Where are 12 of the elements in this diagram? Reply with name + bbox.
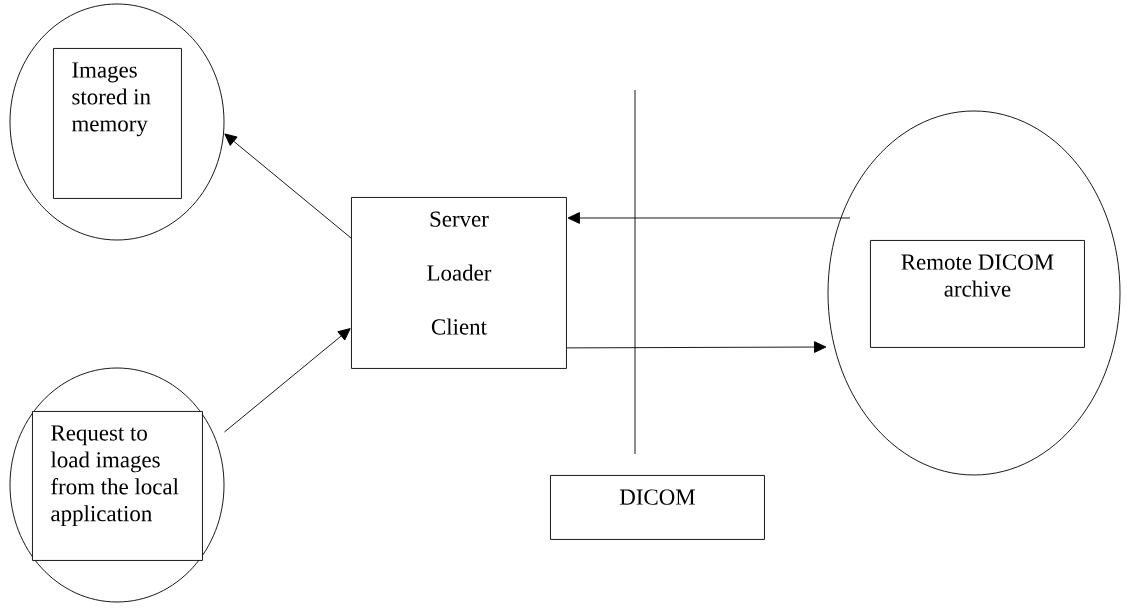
text-box: Images stored in memory [53, 48, 182, 199]
arrow [566, 341, 827, 353]
text-box: DICOM [550, 475, 765, 540]
text-box: Server Loader Client [351, 197, 567, 369]
circle-outline [9, 3, 225, 241]
arrow [224, 133, 352, 239]
circle-outline [827, 110, 1121, 476]
arrow [567, 212, 851, 224]
circle-outline [9, 367, 225, 603]
text-box: Remote DICOM archive [870, 240, 1085, 348]
text-box: Request to load images from the local application [32, 411, 203, 561]
arrow [224, 328, 351, 433]
